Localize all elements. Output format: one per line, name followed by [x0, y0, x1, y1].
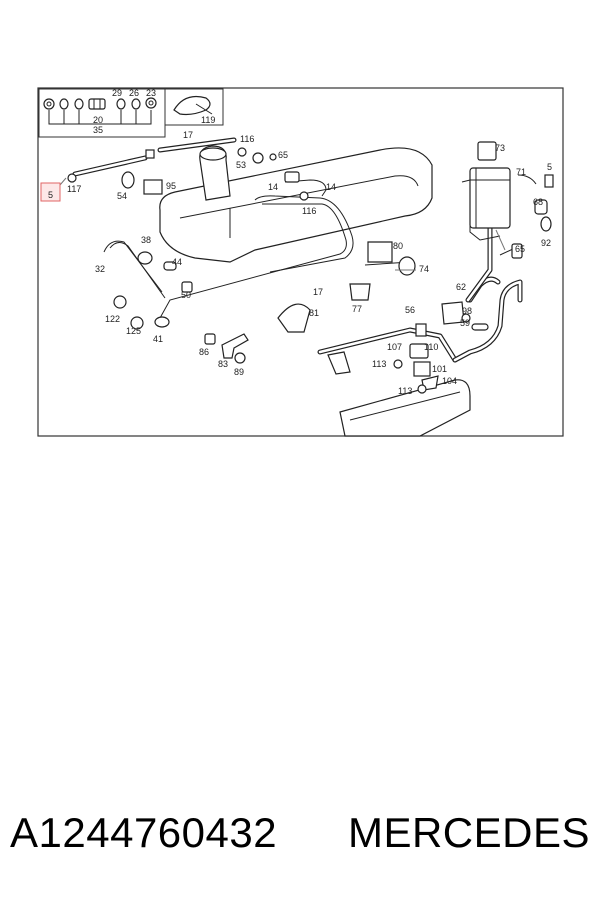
- callout-label: 44: [172, 257, 182, 267]
- callout-label: 54: [117, 191, 127, 201]
- callout-label: 107: [387, 342, 402, 352]
- callout-label: 89: [234, 367, 244, 377]
- callout-label: 32: [95, 264, 105, 274]
- parts-diagram: 29 26 23 20 35 119: [37, 87, 564, 437]
- callout-label: 71: [516, 167, 526, 177]
- callout-label: 125: [126, 326, 141, 336]
- diagram-frame: [37, 87, 564, 437]
- callout-label: 92: [541, 238, 551, 248]
- nut-icon: [43, 98, 55, 110]
- hose-clamp-icon: [173, 95, 213, 116]
- brand-name: MERCEDES: [347, 809, 590, 856]
- callout-label: 14: [326, 182, 336, 192]
- callout-label: 53: [236, 160, 246, 170]
- callout-label: 62: [456, 282, 466, 292]
- callout-label: 117: [67, 184, 81, 194]
- small-parts: [67, 147, 489, 394]
- fuel-tank: [159, 145, 433, 263]
- callout-label: 80: [393, 241, 403, 251]
- callout-label: 17: [313, 287, 323, 297]
- callout-label-highlighted: 5: [48, 190, 53, 200]
- callout-label: 113: [372, 359, 386, 369]
- callout-label: 14: [268, 182, 278, 192]
- callout-label: 73: [495, 143, 505, 153]
- callout-label: 38: [141, 235, 151, 245]
- callout-label: 59: [460, 318, 470, 328]
- callout-label: 68: [533, 197, 543, 207]
- leader-lines: [59, 177, 506, 271]
- callout-label: 113: [398, 386, 412, 396]
- callout-label: 50: [181, 290, 191, 300]
- callout-label: 74: [419, 264, 429, 274]
- callout-label: 5: [547, 162, 552, 172]
- callout-label: 81: [309, 308, 319, 318]
- tank-lower-body: [339, 379, 471, 437]
- washer-icon: [59, 98, 84, 110]
- callout-label: 77: [352, 304, 362, 314]
- callout-label: 110: [424, 342, 438, 352]
- inset-label: 35: [93, 125, 103, 135]
- inset-label: 119: [201, 115, 215, 125]
- clip-icon: [116, 97, 157, 110]
- callout-label: 41: [153, 334, 163, 344]
- callout-label: 86: [199, 347, 209, 357]
- callout-label: 101: [432, 364, 447, 374]
- inset-label: 29: [112, 88, 122, 98]
- callout-label: 56: [405, 305, 415, 315]
- charcoal-canister: [461, 141, 554, 259]
- callout-label: 65: [278, 150, 288, 160]
- inset-label: 23: [146, 88, 156, 98]
- callout-label: 98: [462, 306, 472, 316]
- callout-label: 116: [302, 206, 316, 216]
- callout-label: 65: [515, 244, 525, 254]
- callout-label: 83: [218, 359, 228, 369]
- callout-labels: 17 116 53 65 14 14 116 95 54 117 5 38 44…: [48, 130, 552, 396]
- fastener-inset: 29 26 23 20 35 119: [38, 88, 224, 138]
- callout-label: 104: [442, 376, 457, 386]
- callout-label: 95: [166, 181, 176, 191]
- inset-label: 26: [129, 88, 139, 98]
- highlighted-callout-box: [40, 182, 61, 202]
- fitting-icon: [88, 98, 106, 110]
- caption: A1244760432 MERCEDES: [10, 798, 590, 868]
- part-number: A1244760432: [10, 809, 278, 856]
- callout-label: 122: [105, 314, 120, 324]
- callout-label: 116: [240, 134, 254, 144]
- inset-label: 20: [93, 115, 103, 125]
- callout-label: 17: [183, 130, 193, 140]
